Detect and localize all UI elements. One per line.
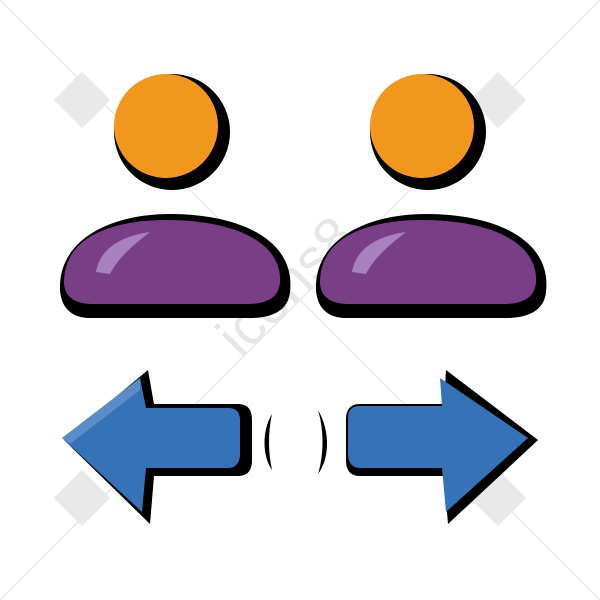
right-head bbox=[370, 74, 486, 190]
right-body bbox=[315, 214, 547, 318]
distance-marks bbox=[264, 410, 327, 474]
left-head bbox=[114, 74, 230, 190]
right-person-icon bbox=[315, 74, 547, 318]
right-arrow-icon bbox=[346, 370, 538, 524]
left-body bbox=[59, 214, 291, 318]
left-person-icon bbox=[59, 74, 291, 318]
left-arrow-icon bbox=[62, 370, 252, 524]
